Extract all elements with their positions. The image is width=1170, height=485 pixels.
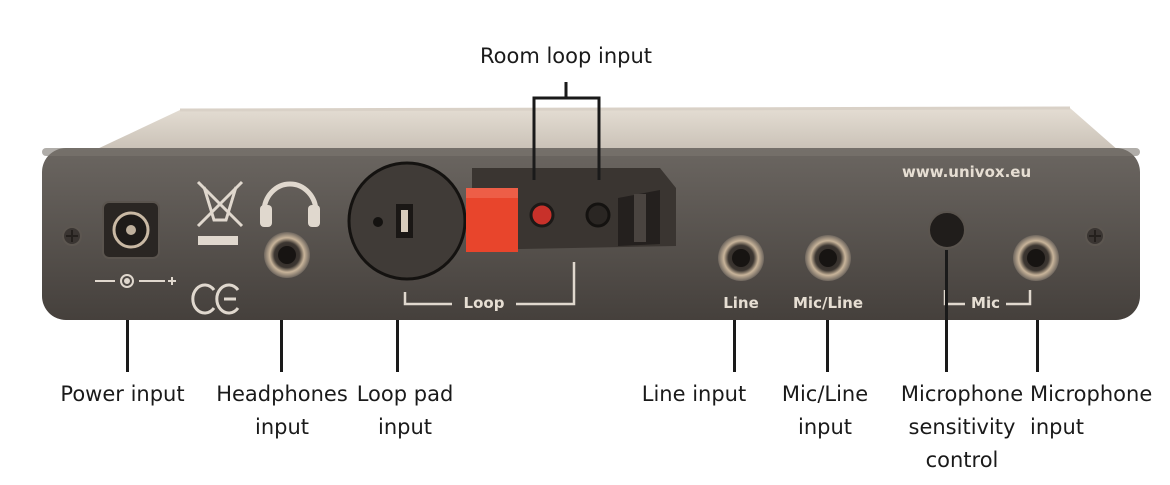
loop-pad-input-socket xyxy=(347,161,467,281)
headphones-icon xyxy=(260,181,320,227)
loop-pad-leader xyxy=(396,320,399,372)
mic-line-input-label: Mic/Line input xyxy=(781,382,869,439)
line-input-label: Line input xyxy=(641,382,747,406)
room-loop-input-label: Room loop input xyxy=(479,44,653,68)
power-input-label: Power input xyxy=(60,382,185,406)
power-leader xyxy=(126,320,129,372)
mic-line-panel-label: Mic/Line xyxy=(793,294,863,312)
microphone-leader xyxy=(1036,320,1039,372)
line-input-jack xyxy=(718,235,764,281)
mic-line-leader xyxy=(826,320,829,372)
room-loop-black-socket xyxy=(585,202,611,228)
line-leader xyxy=(733,320,736,372)
power-input-jack xyxy=(102,201,160,259)
mic-sensitivity-leader xyxy=(945,250,948,372)
mic-sensitivity-label: Microphone sensitivity control xyxy=(900,382,1024,472)
ce-mark-icon xyxy=(191,283,240,315)
headphones-leader xyxy=(280,320,283,372)
left-screw-icon xyxy=(62,226,82,246)
power-polarity-icon xyxy=(95,274,176,288)
weee-bin-icon xyxy=(196,180,244,245)
room-loop-red-socket xyxy=(529,202,555,228)
loop-panel-label: Loop xyxy=(463,294,505,312)
room-loop-connector xyxy=(466,168,676,252)
mic-sensitivity-knob xyxy=(928,211,966,249)
headphones-input-label: Headphones input xyxy=(216,382,348,439)
microphone-input-label: Microphone input xyxy=(1030,382,1153,439)
right-screw-icon xyxy=(1085,226,1105,246)
mic-line-input-jack xyxy=(805,235,851,281)
headphones-input-jack xyxy=(264,232,310,278)
loop-button xyxy=(466,188,518,252)
line-panel-label: Line xyxy=(723,294,759,312)
mic-panel-label: Mic xyxy=(971,294,1000,312)
website-label: www.univox.eu xyxy=(902,163,1032,181)
microphone-input-jack xyxy=(1013,235,1059,281)
loop-panel-bracket xyxy=(403,262,576,306)
loop-pad-input-label: Loop pad input xyxy=(356,382,454,439)
room-loop-leader xyxy=(532,82,601,180)
